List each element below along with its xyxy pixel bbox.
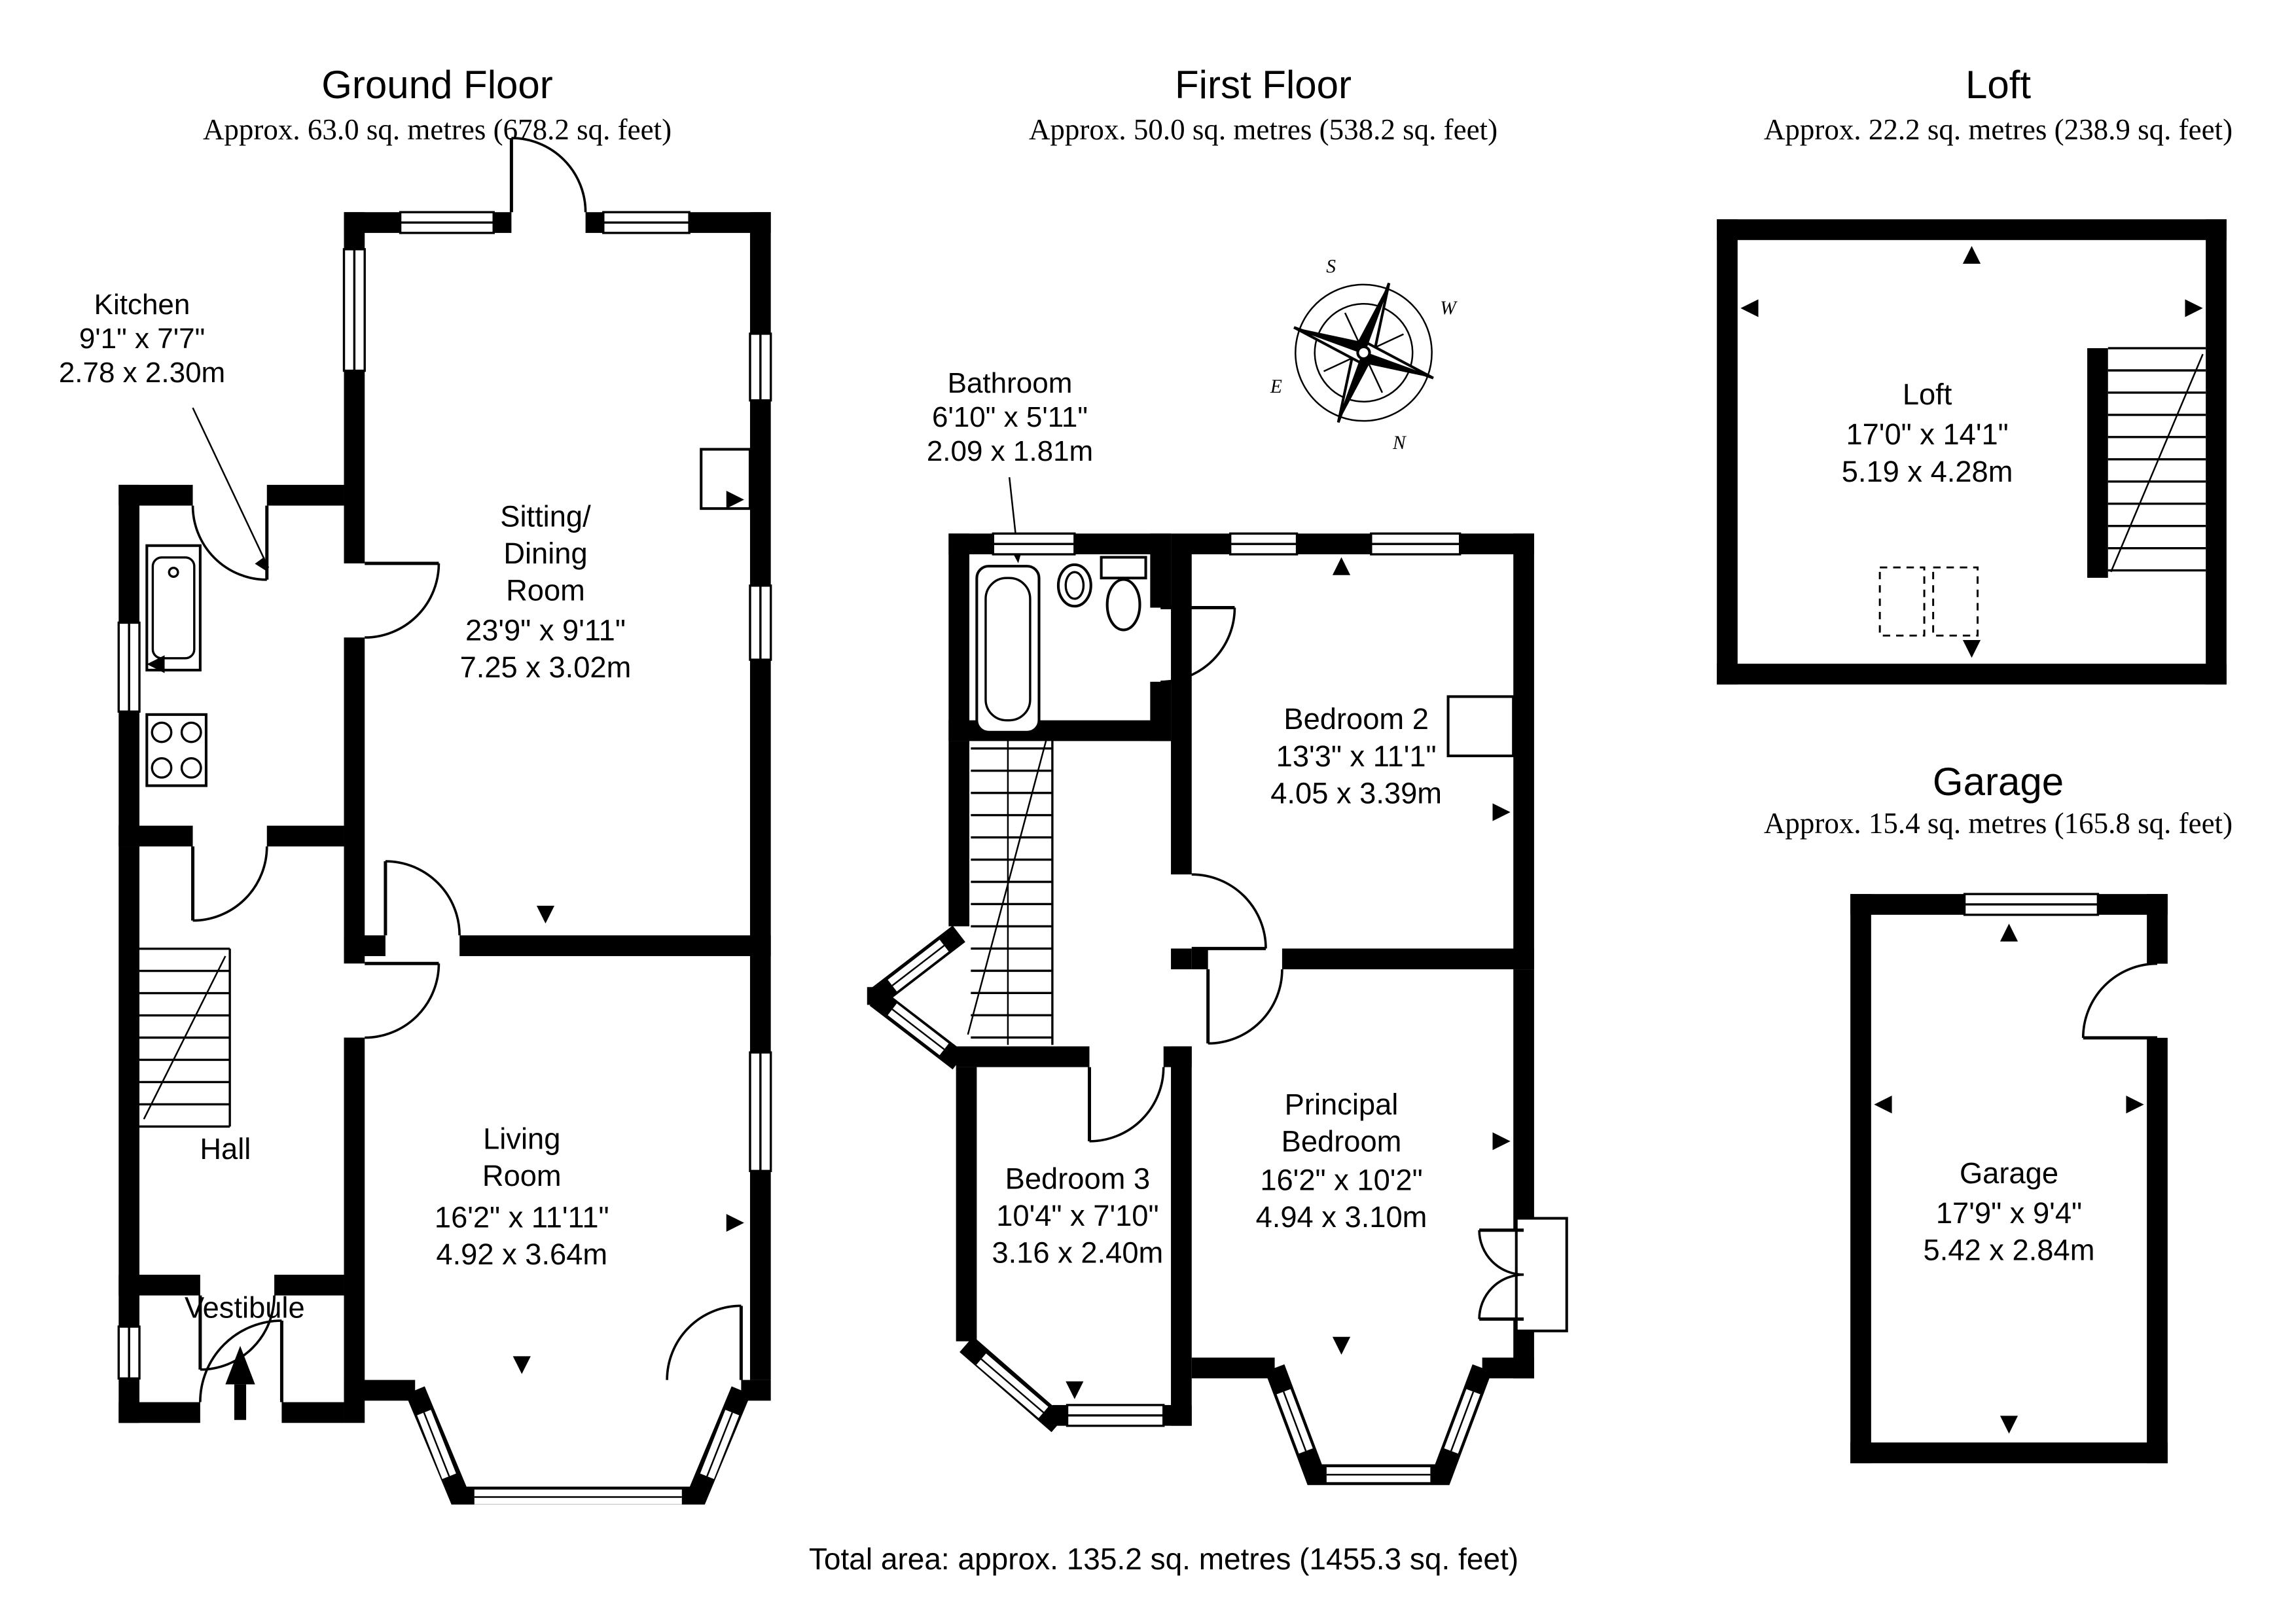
toilet-cistern-icon bbox=[1100, 556, 1147, 580]
measure-arrow-icons bbox=[1740, 245, 2203, 658]
ground-stairs bbox=[139, 947, 231, 1128]
loft-plan: Loft 17'0" x 14'1" 5.19 x 4.28m bbox=[1717, 219, 2227, 685]
garage-name: Garage bbox=[1960, 1156, 2058, 1190]
bedroom2-imperial: 13'3" x 11'1" bbox=[1276, 740, 1437, 773]
living-line2: Room bbox=[482, 1159, 562, 1192]
garage-room-labels: Garage 17'9" x 9'4" 5.42 x 2.84m bbox=[1924, 1156, 2095, 1267]
living-line1: Living bbox=[483, 1122, 560, 1155]
garage-plan: Garage 17'9" x 9'4" 5.42 x 2.84m bbox=[1850, 893, 2168, 1463]
first-floor-subtitle: Approx. 50.0 sq. metres (538.2 sq. feet) bbox=[1028, 113, 1498, 146]
kitchen-leader-line bbox=[192, 407, 270, 573]
bedroom3-name: Bedroom 3 bbox=[1005, 1162, 1151, 1195]
garage-windows bbox=[1963, 893, 2100, 916]
garage-imperial: 17'9" x 9'4" bbox=[1936, 1196, 2082, 1230]
sitting-dining-line3: Room bbox=[506, 573, 585, 607]
bathroom-imperial: 6'10" x 5'11" bbox=[931, 401, 1088, 433]
kitchen-sink-unit-icon bbox=[145, 544, 202, 671]
west-corner-bay-window bbox=[869, 925, 965, 1070]
kitchen-imperial: 9'1" x 7'7" bbox=[79, 323, 206, 355]
principal-line1: Principal bbox=[1285, 1088, 1399, 1121]
bathroom-label: Bathroom 6'10" x 5'11" 2.09 x 1.81m bbox=[927, 366, 1093, 469]
loft-metric: 5.19 x 4.28m bbox=[1842, 455, 2013, 488]
bathroom-fixtures bbox=[975, 556, 1147, 734]
ground-floor-title: Ground Floor bbox=[321, 63, 553, 107]
loft-room-labels: Loft 17'0" x 14'1" 5.19 x 4.28m bbox=[1842, 378, 2013, 488]
bedroom3-corner-window bbox=[960, 1336, 1066, 1433]
ground-doors bbox=[191, 137, 743, 1402]
first-room-labels: Bedroom 2 13'3" x 11'1" 4.05 x 3.39m Pri… bbox=[992, 702, 1442, 1269]
measure-arrow-icons bbox=[1066, 557, 1511, 1399]
sink-icon bbox=[1056, 563, 1092, 608]
sitting-dining-line2: Dining bbox=[503, 537, 587, 570]
compass-rose-icon: S W N E bbox=[1270, 257, 1458, 454]
compass-n: N bbox=[1392, 433, 1407, 454]
kitchen-label: Kitchen 9'1" x 7'7" 2.78 x 2.30m bbox=[59, 288, 225, 390]
sitting-dining-imperial: 23'9" x 9'11" bbox=[465, 614, 626, 647]
living-metric: 4.92 x 3.64m bbox=[436, 1238, 607, 1271]
first-floor-plan: S W N E bbox=[867, 257, 1568, 1486]
compass-s: S bbox=[1326, 257, 1336, 277]
ground-floor-subtitle: Approx. 63.0 sq. metres (678.2 sq. feet) bbox=[202, 113, 672, 146]
ground-floor-plan: Sitting/ Dining Room 23'9" x 9'11" 7.25 … bbox=[117, 137, 772, 1505]
first-walls bbox=[867, 533, 1534, 1426]
ground-windows bbox=[117, 211, 772, 1380]
first-windows bbox=[992, 532, 1462, 1427]
ground-walls bbox=[118, 212, 771, 1423]
vestibule-name: Vestibule bbox=[185, 1291, 305, 1324]
bathroom-name: Bathroom bbox=[947, 367, 1073, 399]
measure-arrow-icons bbox=[147, 490, 744, 1374]
ground-bay-window bbox=[405, 1386, 751, 1505]
first-doors bbox=[1088, 606, 1568, 1332]
garage-doors bbox=[2081, 962, 2158, 1040]
compass-e: E bbox=[1270, 376, 1282, 397]
garage-metric: 5.42 x 2.84m bbox=[1924, 1234, 2095, 1267]
loft-name: Loft bbox=[1903, 378, 1952, 411]
loft-imperial: 17'0" x 14'1" bbox=[1846, 418, 2008, 451]
entrance-arrow-icon bbox=[225, 1346, 255, 1420]
loft-stairs bbox=[2108, 347, 2206, 573]
hob-icon bbox=[145, 713, 207, 787]
ground-room-labels: Sitting/ Dining Room 23'9" x 9'11" 7.25 … bbox=[185, 499, 631, 1324]
compass-w: W bbox=[1440, 298, 1458, 319]
garage-title: Garage bbox=[1932, 760, 2064, 804]
first-stairs bbox=[967, 725, 1054, 1045]
garage-walls bbox=[1850, 894, 2168, 1463]
bedroom2-name: Bedroom 2 bbox=[1283, 702, 1428, 736]
chimney-breast-bedroom2 bbox=[1446, 695, 1515, 758]
loft-hatch-dashed bbox=[1878, 566, 1979, 637]
kitchen-name: Kitchen bbox=[94, 289, 190, 321]
garage-subtitle: Approx. 15.4 sq. metres (165.8 sq. feet) bbox=[1763, 807, 2233, 840]
first-floor-title: First Floor bbox=[1175, 63, 1352, 107]
principal-line2: Bedroom bbox=[1282, 1125, 1402, 1158]
loft-walls bbox=[1717, 219, 2227, 685]
principal-imperial: 16'2" x 10'2" bbox=[1260, 1164, 1422, 1197]
bedroom3-metric: 3.16 x 2.40m bbox=[992, 1236, 1163, 1270]
loft-subtitle: Approx. 22.2 sq. metres (238.9 sq. feet) bbox=[1763, 113, 2233, 146]
bedroom3-imperial: 10'4" x 7'10" bbox=[996, 1199, 1158, 1232]
measure-arrow-icons bbox=[1874, 923, 2144, 1434]
toilet-icon bbox=[1105, 578, 1141, 632]
principal-metric: 4.94 x 3.10m bbox=[1256, 1200, 1427, 1234]
hall-name: Hall bbox=[200, 1132, 251, 1166]
bedroom2-metric: 4.05 x 3.39m bbox=[1270, 776, 1442, 810]
kitchen-metric: 2.78 x 2.30m bbox=[58, 357, 226, 389]
sitting-dining-metric: 7.25 x 3.02m bbox=[460, 651, 632, 684]
sitting-dining-line1: Sitting/ bbox=[500, 499, 591, 533]
living-imperial: 16'2" x 11'11" bbox=[435, 1200, 609, 1234]
bath-icon bbox=[975, 565, 1041, 734]
bathroom-metric: 2.09 x 1.81m bbox=[926, 435, 1094, 467]
loft-title: Loft bbox=[1965, 63, 2032, 107]
total-area-text: Total area: approx. 135.2 sq. metres (14… bbox=[808, 1542, 1519, 1576]
principal-bay-window bbox=[1265, 1364, 1492, 1486]
